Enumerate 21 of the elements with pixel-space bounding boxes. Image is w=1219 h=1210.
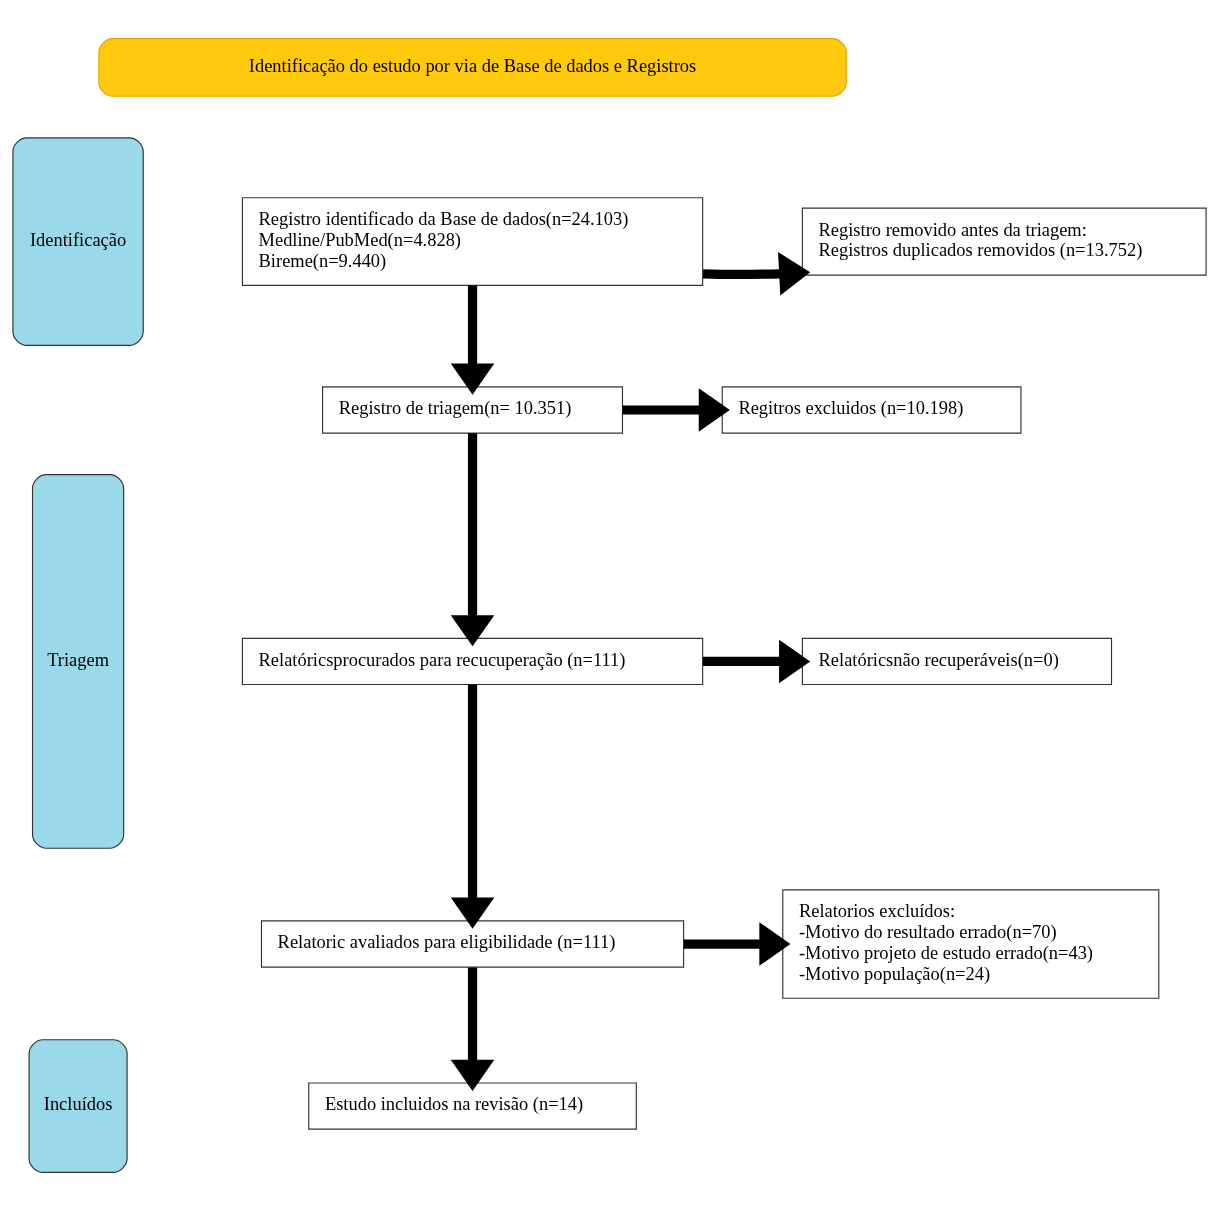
arrow	[622, 387, 730, 432]
arrow	[683, 921, 791, 966]
arrow	[450, 684, 495, 929]
node-box: Relatóricsprocurados para recucuperação (n=111)	[241, 637, 704, 685]
node-box: Registro de triagem(n= 10.351)	[322, 385, 624, 434]
node-box: Relatoric avaliados para eligibilidade (n=111)	[260, 919, 685, 968]
arrow	[450, 285, 495, 395]
arrow	[702, 251, 811, 295]
node-box: Relatorios excluídos: -Motivo do resultado errado(n=70) -Motivo projeto de estudo errado(n=43) -Motivo população(n=24)	[782, 888, 1160, 999]
arrow	[450, 432, 495, 646]
node-box: Relatóricsnão recuperáveis(n=0)	[801, 637, 1113, 685]
node-box: Identificação do estudo por via de Base de dados e Registros	[98, 37, 847, 97]
node-box: Registro removido antes da triagem: Registros duplicados removidos (n=13.752)	[801, 207, 1207, 276]
node-box: Identificação	[12, 136, 144, 346]
node-box: Triagem	[31, 473, 125, 849]
node-box: Estudo incluidos na revisão (n=14)	[308, 1081, 637, 1130]
arrow	[450, 966, 495, 1091]
node-box: Regitros excluidos (n=10.198)	[721, 385, 1022, 434]
node-box: Incluídos	[28, 1038, 128, 1173]
arrow	[702, 639, 811, 683]
node-box: Registro identificado da Base de dados(n=24.103) Medline/PubMed(n=4.828) Bireme(n=9.440)	[241, 196, 704, 286]
